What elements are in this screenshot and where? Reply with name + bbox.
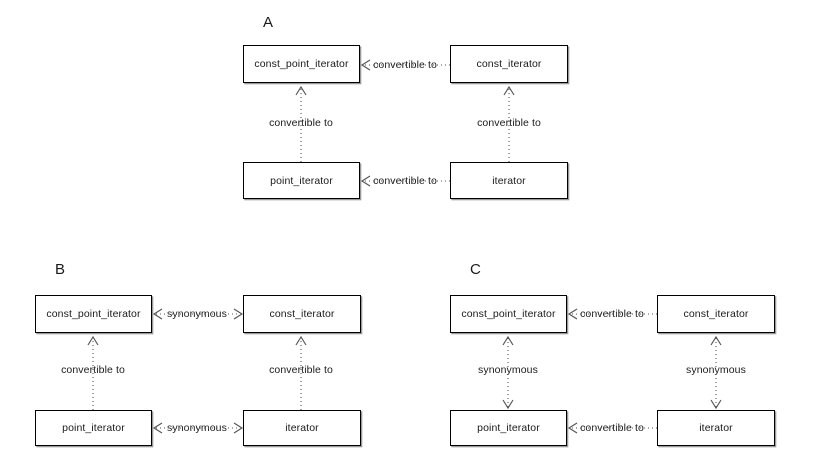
edge-label-b-right-vertical: convertible to: [267, 364, 335, 376]
edge-label-a-left-vertical: convertible to: [267, 117, 335, 129]
node-label: iterator: [699, 422, 733, 434]
node-label: iterator: [492, 174, 526, 187]
edge-label-a-right-vertical: convertible to: [475, 117, 543, 129]
arrowhead-left-b-top: [152, 308, 163, 320]
node-label: const_iterator: [683, 308, 749, 320]
node-point-iterator-b[interactable]: point_iterator: [35, 410, 152, 446]
edge-label-c-top-horizontal: convertible to: [578, 308, 646, 320]
edge-label-b-bottom-horizontal: synonymous: [165, 422, 229, 434]
node-label: const_point_iterator: [46, 308, 141, 320]
node-label: const_iterator: [476, 58, 542, 70]
node-label: point_iterator: [477, 422, 540, 434]
node-iterator-a[interactable]: iterator: [450, 162, 568, 199]
edge-label-c-right-vertical: synonymous: [684, 364, 748, 376]
arrowhead-up-b-left: [87, 335, 99, 346]
node-const-iterator-c[interactable]: const_iterator: [657, 295, 775, 333]
node-iterator-c[interactable]: iterator: [657, 410, 775, 446]
edge-label-c-left-vertical: synonymous: [476, 364, 540, 376]
node-const-iterator-b[interactable]: const_iterator: [243, 295, 361, 333]
panel-letter-b: B: [55, 261, 66, 278]
edge-label-b-top-horizontal: synonymous: [165, 308, 229, 320]
arrowhead-left-c-top: [567, 308, 578, 320]
node-label: const_point_iterator: [254, 58, 349, 70]
edge-label-c-bottom-horizontal: convertible to: [578, 422, 646, 434]
node-const-point-iterator-c[interactable]: const_point_iterator: [450, 295, 567, 333]
panel-letter-c: C: [470, 261, 482, 278]
node-iterator-b[interactable]: iterator: [243, 410, 361, 446]
edge-label-b-left-vertical: convertible to: [59, 364, 127, 376]
arrowhead-right-b-bottom: [233, 422, 244, 434]
arrowhead-up-a-right: [503, 85, 515, 96]
node-const-point-iterator-b[interactable]: const_point_iterator: [35, 295, 152, 333]
node-point-iterator-c[interactable]: point_iterator: [450, 410, 567, 446]
node-label: const_iterator: [269, 308, 335, 320]
arrowhead-left-b-bottom: [152, 422, 163, 434]
node-const-iterator-a[interactable]: const_iterator: [450, 45, 568, 83]
arrowhead-up-b-right: [295, 335, 307, 346]
arrowhead-right-b-top: [233, 308, 244, 320]
node-point-iterator-a[interactable]: point_iterator: [243, 162, 360, 199]
node-label: point_iterator: [270, 174, 333, 187]
arrowhead-left-c-bottom: [567, 422, 578, 434]
node-const-point-iterator-a[interactable]: const_point_iterator: [243, 45, 360, 83]
arrowhead-left-a-bottom: [360, 175, 371, 187]
node-label: const_point_iterator: [461, 308, 556, 320]
panel-letter-a: A: [263, 14, 274, 31]
edge-label-a-bottom-horizontal: convertible to: [371, 175, 439, 187]
node-label: point_iterator: [62, 422, 125, 434]
arrowhead-left-a-top: [360, 59, 371, 71]
arrowhead-up-a-left: [295, 85, 307, 96]
node-label: iterator: [285, 422, 319, 434]
arrowhead-up-c-right: [710, 335, 722, 346]
arrowhead-up-c-left: [502, 335, 514, 346]
arrowhead-down-c-left: [502, 399, 514, 410]
arrowhead-down-c-right: [710, 399, 722, 410]
edge-label-a-top-horizontal: convertible to: [371, 59, 439, 71]
